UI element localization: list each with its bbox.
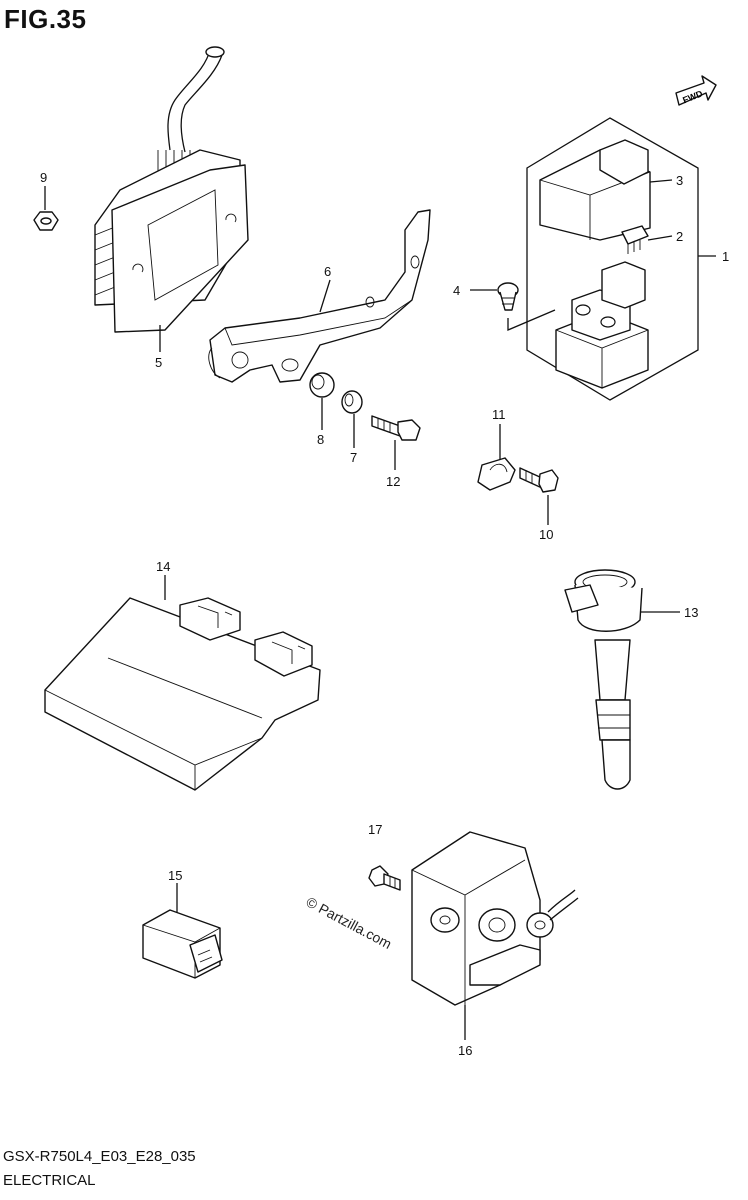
figure-section: ELECTRICAL: [3, 1172, 96, 1189]
callout-3: 3: [676, 173, 683, 188]
part-8-grommet[interactable]: [309, 372, 335, 398]
part-16-gear-position-sensor[interactable]: [411, 831, 579, 1006]
part-11-clamp[interactable]: [477, 457, 516, 491]
part-6-bracket[interactable]: [208, 209, 431, 383]
part-15-relay[interactable]: [142, 909, 223, 979]
part-12-bolt[interactable]: [371, 415, 421, 441]
callout-11: 11: [492, 407, 506, 422]
part-10-bolt[interactable]: [519, 467, 559, 493]
callout-17: 17: [368, 822, 382, 837]
callout-13: 13: [684, 605, 698, 620]
part-7-collar[interactable]: [341, 390, 363, 414]
callout-9: 9: [40, 170, 47, 185]
callout-2: 2: [676, 229, 683, 244]
callout-6: 6: [324, 264, 331, 279]
callout-5: 5: [155, 355, 162, 370]
callout-15: 15: [168, 868, 182, 883]
starter-relay-body[interactable]: [555, 261, 649, 389]
part-5-regulator-rectifier[interactable]: [94, 46, 249, 333]
figure-title: FIG.35: [4, 4, 87, 34]
callout-16: 16: [458, 1043, 472, 1058]
part-14-ecm-unit[interactable]: [44, 597, 321, 791]
callout-7: 7: [350, 450, 357, 465]
part-13-ignition-coil[interactable]: [564, 569, 643, 790]
callout-8: 8: [317, 432, 324, 447]
part-3-relay-cover[interactable]: [539, 139, 651, 241]
part-17-screw[interactable]: [368, 865, 401, 891]
leader-lines: [44, 179, 716, 1040]
part-2-fuse[interactable]: [621, 225, 649, 254]
callout-12: 12: [386, 474, 400, 489]
callout-14: 14: [156, 559, 170, 574]
figure-code: GSX-R750L4_E03_E28_035: [3, 1148, 196, 1165]
watermark-text: © Partzilla.com: [304, 894, 395, 952]
part-9-nut[interactable]: [33, 211, 59, 231]
part-4-screw[interactable]: [497, 282, 556, 331]
callout-4: 4: [453, 283, 460, 298]
part-1-starter-relay-box: [526, 117, 699, 401]
fwd-arrow-icon: FWD: [675, 75, 717, 106]
callout-10: 10: [539, 527, 553, 542]
callout-1: 1: [722, 249, 729, 264]
